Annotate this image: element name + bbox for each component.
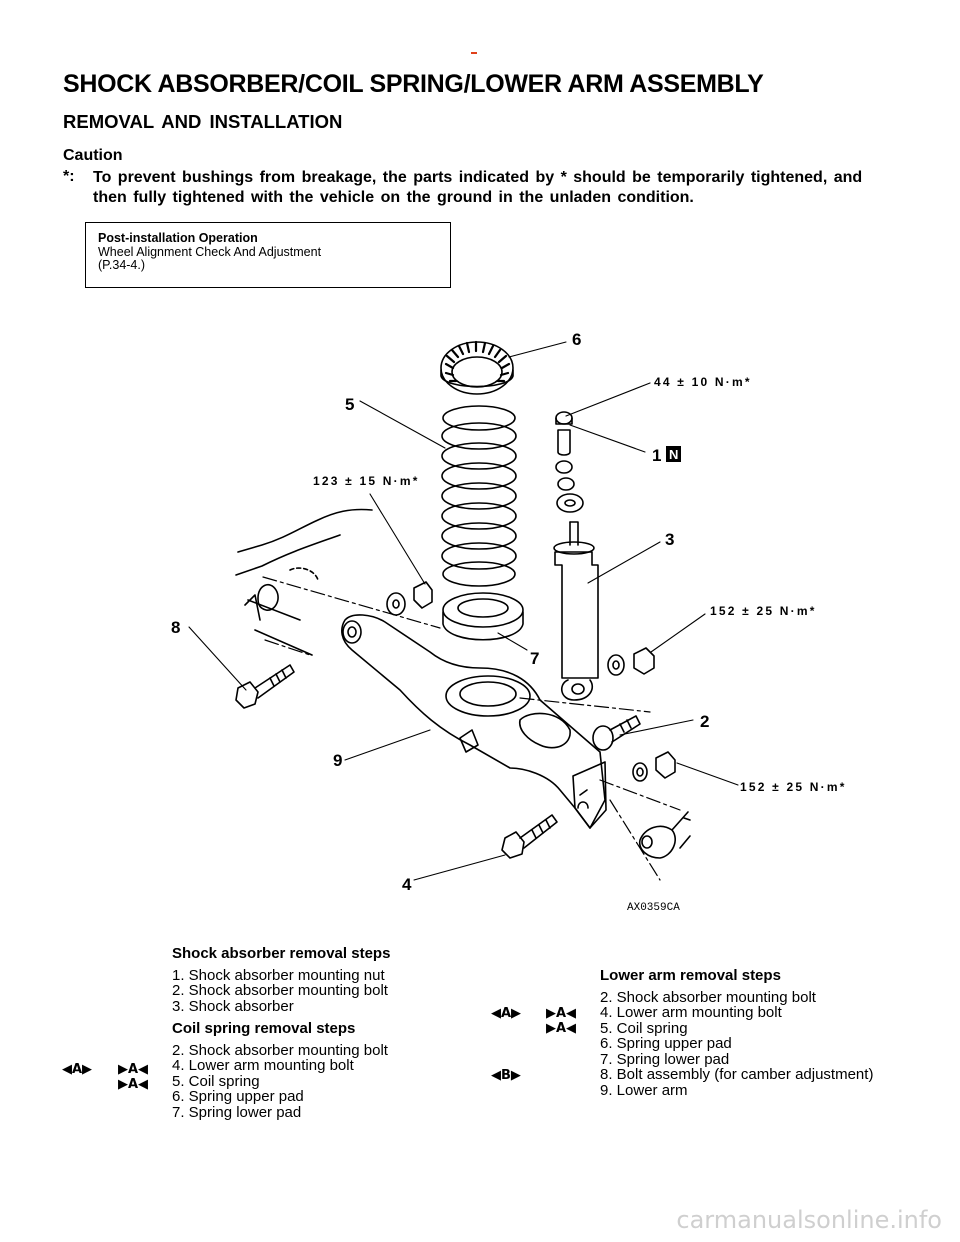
coil-step-2: 2. Shock absorber mounting bolt	[172, 1041, 388, 1059]
coil-spring-drawing	[441, 405, 517, 587]
lower-step-9: 9. Lower arm	[600, 1081, 688, 1099]
shock-step-3: 3. Shock absorber	[172, 997, 294, 1015]
exploded-view-illustration: 6 5 1 N 3 8 7 2 9 4 44 ± 10 N·m* 123 ± 1…	[171, 330, 847, 914]
callout-8: 8	[171, 618, 180, 637]
shock-absorber-drawing	[553, 521, 599, 701]
coil-step-4: 4. Lower arm mounting bolt	[172, 1057, 354, 1074]
bushings-right-drawing	[607, 647, 676, 782]
note-mark: *:	[63, 168, 75, 185]
shock-step-2: 2. Shock absorber mounting bolt	[172, 982, 388, 999]
leader-lines	[188, 341, 739, 881]
lower-install-mark-a-5: ▶A◀	[546, 1021, 577, 1036]
lower-arm-steps: Lower arm removal steps 2. Shock absorbe…	[600, 968, 873, 1098]
torque-lower-arm-nut: 152 ± 25 N·m*	[740, 780, 847, 794]
coil-step-6: 6. Spring upper pad	[172, 1088, 304, 1105]
centerlines	[262, 576, 681, 881]
lower-removal-mark-b: ◀B▶	[491, 1068, 521, 1083]
coil-spring-steps: Coil spring removal steps 2. Shock absor…	[172, 1021, 388, 1120]
shock-absorber-steps: Shock absorber removal steps 1. Shock ab…	[172, 946, 390, 1014]
torque-camber-nut: 123 ± 15 N·m*	[313, 474, 420, 488]
callout-5: 5	[345, 395, 354, 414]
spring-lower-pad-drawing	[442, 592, 524, 641]
new-part-badge-label: N	[669, 447, 678, 462]
callout-4: 4	[402, 875, 412, 894]
lower-step-2: 2. Shock absorber mounting bolt	[600, 988, 816, 1006]
coil-install-mark-a-4: ▶A◀	[118, 1062, 149, 1077]
page-marker	[471, 52, 477, 54]
callout-1: 1	[652, 446, 661, 465]
page-title: SHOCK ABSORBER/COIL SPRING/LOWER ARM ASS…	[63, 70, 764, 98]
callout-3: 3	[665, 530, 674, 549]
spring-upper-pad-drawing	[440, 340, 514, 395]
lower-steps-heading: Lower arm removal steps	[600, 967, 781, 984]
callout-9: 9	[333, 751, 342, 770]
callout-2: 2	[700, 712, 709, 731]
torque-nut-1: 44 ± 10 N·m*	[654, 375, 752, 389]
lower-step-7: 7. Spring lower pad	[600, 1050, 730, 1068]
shock-step-1: 1. Shock absorber mounting nut	[172, 966, 385, 984]
lower-arm-drawing	[341, 614, 607, 829]
coil-steps-heading: Coil spring removal steps	[172, 1020, 356, 1037]
right-bracket-drawing	[638, 811, 691, 859]
callout-6: 6	[572, 330, 581, 349]
bushings-left-drawing	[386, 581, 433, 616]
coil-step-7: 7. Spring lower pad	[172, 1103, 302, 1121]
lower-removal-mark-a: ◀A▶	[491, 1006, 522, 1021]
coil-step-5: 5. Coil spring	[172, 1072, 260, 1090]
post-installation-box: Post-installation Operation Wheel Alignm…	[85, 222, 451, 288]
callout-7: 7	[530, 649, 539, 668]
figure-code: AX0359CA	[627, 902, 680, 914]
caution-label: Caution	[63, 147, 123, 164]
coil-install-mark-a-5: ▶A◀	[118, 1077, 149, 1092]
lower-step-4: 4. Lower arm mounting bolt	[600, 1004, 782, 1021]
section-subtitle: REMOVAL AND INSTALLATION	[63, 111, 343, 132]
shock-mount-bolt-drawing	[592, 715, 641, 751]
body-panel-drawing	[235, 508, 373, 656]
shock-steps-heading: Shock absorber removal steps	[172, 945, 391, 962]
shock-upper-parts-drawing	[555, 411, 584, 513]
caution-note: To prevent bushings from breakage, the p…	[93, 169, 863, 206]
lower-step-6: 6. Spring upper pad	[600, 1035, 732, 1052]
lower-install-mark-a-4: ▶A◀	[546, 1006, 577, 1021]
post-installation-line-2: (P.34-4.)	[98, 258, 146, 272]
watermark: carmanualsonline.info	[676, 1206, 942, 1234]
torque-shock-nut: 152 ± 25 N·m*	[710, 604, 817, 618]
coil-removal-mark-a: ◀A▶	[62, 1062, 93, 1077]
camber-bolt-drawing	[235, 664, 295, 709]
post-installation-heading: Post-installation Operation	[98, 231, 258, 245]
lower-step-5: 5. Coil spring	[600, 1019, 688, 1037]
post-installation-line-1: Wheel Alignment Check And Adjustment	[98, 244, 322, 259]
lower-arm-bolt-drawing	[501, 814, 558, 859]
lower-step-8: 8. Bolt assembly (for camber adjustment)	[600, 1066, 874, 1083]
new-part-badge	[666, 446, 681, 462]
